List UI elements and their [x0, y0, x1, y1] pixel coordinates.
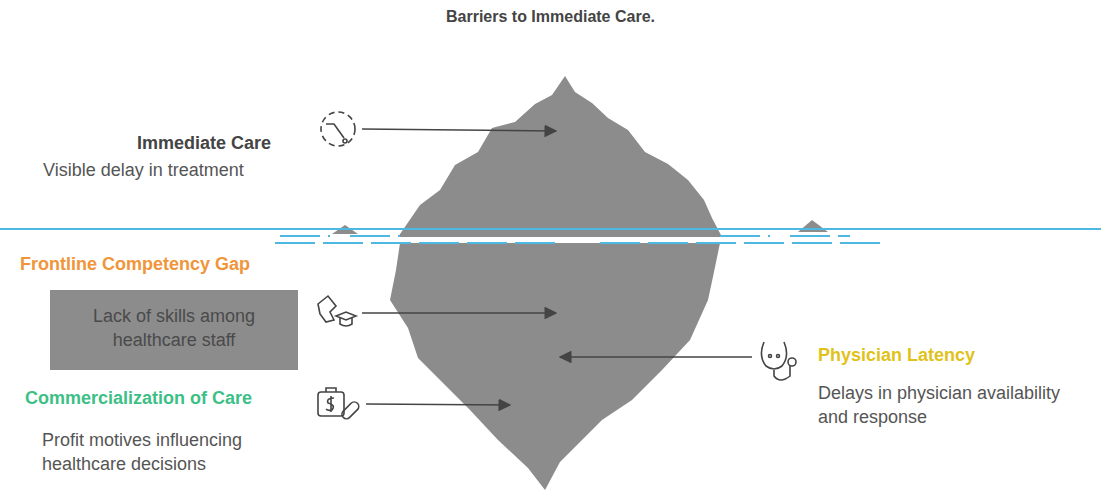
- node-body: Lack of skills among healthcare staff: [50, 290, 298, 370]
- water-line: [0, 228, 1101, 230]
- iceberg-tip: [398, 76, 722, 237]
- iceberg-base: [390, 243, 720, 490]
- section-heading: Physician Latency: [818, 343, 1078, 367]
- leader-arrow: [362, 129, 556, 131]
- text-panel-node: Frontline Competency GapLack of skills a…: [20, 252, 320, 370]
- training-icon: [318, 296, 356, 326]
- diagram-title: Barriers to Immediate Care.: [0, 8, 1101, 26]
- water-ripples: [275, 236, 880, 243]
- stethoscope-icon: [761, 342, 796, 380]
- small-ice: [798, 220, 828, 232]
- section-description: Profit motives influencing healthcare de…: [42, 428, 312, 476]
- section-description: Delays in physician availability and res…: [818, 381, 1088, 429]
- node-heading: Frontline Competency Gap: [20, 252, 320, 276]
- section-heading: Immediate Care: [137, 131, 337, 155]
- money-medicine-icon: [318, 388, 361, 421]
- leader-arrow: [362, 312, 556, 314]
- leader-arrow: [366, 404, 510, 405]
- section-description: Visible delay in treatment: [43, 158, 323, 182]
- leader-arrow: [560, 356, 752, 358]
- section-heading: Commercialization of Care: [25, 386, 315, 410]
- clock-icon: [321, 112, 355, 146]
